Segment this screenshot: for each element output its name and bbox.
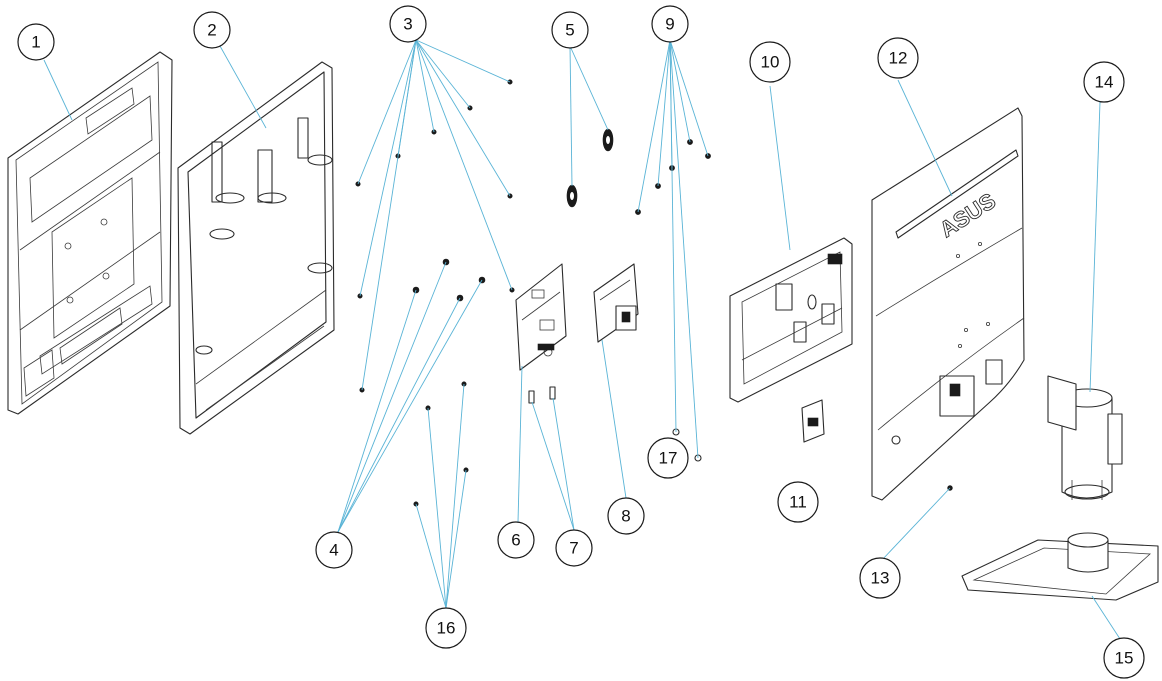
callout-1: 1 bbox=[17, 23, 55, 61]
callout-6-label: 6 bbox=[511, 531, 520, 550]
part-1-panel-back bbox=[7, 51, 173, 415]
callout-2: 2 bbox=[193, 11, 231, 49]
callout-12-label: 12 bbox=[889, 49, 908, 68]
callout-13: 13 bbox=[859, 557, 901, 599]
callout-14-label: 14 bbox=[1095, 73, 1114, 92]
callout-5: 5 bbox=[551, 11, 589, 49]
callout-13-label: 13 bbox=[871, 569, 890, 588]
callout-9-label: 9 bbox=[665, 15, 674, 34]
callout-12: 12 bbox=[877, 37, 919, 79]
callout-7-label: 7 bbox=[569, 539, 578, 558]
callout-9: 9 bbox=[651, 5, 689, 43]
callout-2-label: 2 bbox=[207, 21, 216, 40]
callout-8-label: 8 bbox=[621, 507, 630, 526]
callout-17: 17 bbox=[647, 437, 689, 479]
callout-6: 6 bbox=[497, 521, 535, 559]
part-7-pins bbox=[528, 386, 556, 404]
part-16-screws bbox=[413, 381, 469, 507]
callout-17-label: 17 bbox=[659, 449, 678, 468]
callout-15-label: 15 bbox=[1115, 649, 1134, 668]
part-14-stand-neck bbox=[1047, 375, 1123, 500]
callout-14: 14 bbox=[1083, 61, 1125, 103]
callout-16: 16 bbox=[425, 607, 467, 649]
part-4-screws bbox=[412, 258, 486, 302]
callout-8: 8 bbox=[607, 497, 645, 535]
part-5-rings bbox=[566, 128, 614, 208]
callouts: 1 2 3 4 5 6 7 8 bbox=[17, 5, 1145, 679]
part-12-rear-cover: ASUS bbox=[871, 107, 1025, 501]
leader-lines bbox=[43, 39, 1123, 643]
callout-11-label: 11 bbox=[789, 493, 807, 512]
part-10-back-bracket bbox=[729, 237, 853, 403]
part-11-joystick-bracket bbox=[801, 399, 825, 443]
part-8-power-board bbox=[593, 263, 639, 343]
callout-10: 10 bbox=[749, 41, 791, 83]
callout-11: 11 bbox=[777, 481, 819, 523]
callout-10-label: 10 bbox=[761, 53, 780, 72]
callout-16-label: 16 bbox=[437, 619, 456, 638]
callout-1-label: 1 bbox=[31, 33, 40, 52]
part-6-main-board bbox=[515, 263, 567, 371]
callout-7: 7 bbox=[555, 529, 593, 567]
callout-4: 4 bbox=[315, 531, 353, 569]
callout-3-label: 3 bbox=[403, 15, 412, 34]
callout-5-label: 5 bbox=[565, 21, 574, 40]
callout-3: 3 bbox=[389, 5, 427, 43]
part-15-stand-base bbox=[961, 532, 1159, 601]
part-2-middle-frame bbox=[177, 61, 335, 435]
part-3-screws bbox=[355, 79, 515, 393]
callout-4-label: 4 bbox=[329, 541, 338, 560]
part-9-screws bbox=[635, 139, 711, 215]
callout-15: 15 bbox=[1103, 637, 1145, 679]
